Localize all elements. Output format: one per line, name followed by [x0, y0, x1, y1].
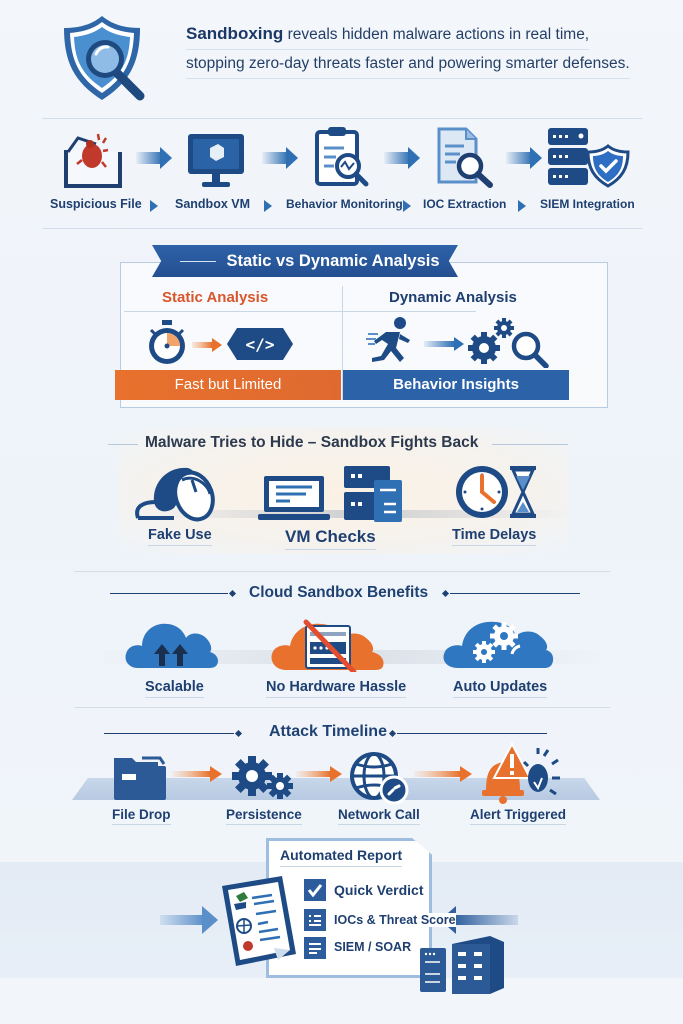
divider [450, 593, 580, 594]
header-tagline: Sandboxing reveals hidden malware action… [186, 20, 656, 79]
vm-checks-label: VM Checks [285, 527, 376, 550]
diamond-icon [388, 729, 397, 738]
orange-arrow-icon [296, 766, 342, 782]
alert-triggered-label: Alert Triggered [470, 807, 567, 825]
network-call-label: Network Call [338, 807, 420, 825]
diamond-icon [234, 729, 243, 738]
header-highlight: Sandboxing [186, 24, 284, 43]
analysis-banner: Static vs Dynamic Analysis [152, 245, 458, 277]
quick-verdict-label: Quick Verdict [334, 882, 424, 898]
cloud-gears-icon [442, 616, 554, 670]
report-clipboard-icon [218, 874, 304, 970]
arrow-icon [136, 147, 172, 169]
analysis-title: Static vs Dynamic Analysis [226, 252, 440, 270]
lines-icon [304, 937, 326, 959]
column-divider [342, 286, 343, 400]
header: Sandboxing reveals hidden malware action… [0, 0, 683, 110]
arrow-icon [384, 147, 420, 169]
arrow-icon [506, 147, 542, 169]
running-person-icon [366, 316, 416, 368]
orange-arrow-icon [172, 766, 222, 782]
divider [110, 593, 228, 594]
folder-icon [112, 752, 168, 802]
pipeline-step-label: IOC Extraction [423, 197, 507, 211]
monitor-icon [186, 132, 246, 190]
report-title: Automated Report [280, 847, 403, 867]
behavior-insights-bar: Behavior Insights [343, 370, 569, 400]
divider [74, 571, 610, 572]
blue-arrow-icon [160, 906, 220, 934]
file-drop-label: File Drop [112, 807, 171, 825]
server-rack-icon [418, 934, 508, 994]
code-icon: </> [225, 326, 295, 362]
timeline-title: Attack Timeline [269, 723, 387, 740]
fake-use-label: Fake Use [148, 527, 212, 546]
divider [42, 228, 642, 229]
pipeline-step-label: Sandbox VM [175, 197, 251, 211]
divider [42, 118, 642, 119]
evasion-title: Malware Tries to Hide – Sandbox Fights B… [145, 434, 479, 451]
header-line1: reveals hidden malware actions in real t… [283, 26, 590, 43]
shield-magnifier-icon [60, 12, 156, 104]
blue-arrow-icon [424, 337, 464, 351]
svg-text:</>: </> [246, 335, 275, 354]
divider [124, 311, 476, 312]
header-line2: stopping zero-day threats faster and pow… [186, 55, 630, 72]
divider [108, 444, 138, 445]
small-arrow-icon [518, 200, 526, 212]
gears-icon [228, 752, 298, 802]
laptop-icon [258, 474, 330, 522]
pipeline: Suspicious File Sandbox VM Behavior Moni… [0, 120, 683, 230]
mouse-icon [134, 462, 220, 524]
server-shield-icon [546, 126, 638, 188]
globe-icon [348, 750, 410, 806]
auto-updates-label: Auto Updates [453, 679, 548, 698]
siem-soar-label: SIEM / SOAR [334, 940, 412, 954]
small-arrow-icon [150, 200, 158, 212]
list-icon [304, 909, 326, 931]
pipeline-step-label: Behavior Monitoring [286, 197, 403, 211]
clock-hourglass-icon [454, 464, 540, 520]
arrow-icon [262, 147, 298, 169]
infected-file-icon [62, 130, 124, 190]
cloud-no-hardware-icon [270, 616, 386, 672]
stopwatch-icon [146, 320, 188, 366]
vm-servers-icon [342, 464, 404, 522]
time-delays-label: Time Delays [452, 527, 537, 546]
clipboard-monitor-icon [314, 126, 370, 188]
alert-bug-icon [478, 742, 562, 806]
cloud-upload-icon [124, 618, 220, 670]
pipeline-step-label: SIEM Integration [540, 197, 635, 211]
iocs-threat-score-label: IOCs & Threat Score [334, 913, 456, 927]
cloud-title: Cloud Sandbox Benefits [249, 584, 429, 601]
checkbox-icon [304, 879, 326, 901]
orange-arrow-icon [192, 338, 222, 352]
small-arrow-icon [403, 200, 411, 212]
dynamic-analysis-title: Dynamic Analysis [389, 289, 517, 306]
fast-but-limited-bar: Fast but Limited [115, 370, 341, 400]
no-hardware-hassle-label: No Hardware Hassle [266, 679, 407, 698]
document-search-icon [436, 126, 496, 188]
scalable-label: Scalable [145, 679, 204, 698]
orange-arrow-icon [414, 766, 472, 782]
divider [104, 733, 234, 734]
report-document [266, 838, 432, 978]
diamond-icon [441, 589, 450, 598]
divider [492, 444, 568, 445]
diamond-icon [228, 589, 237, 598]
gears-magnifier-icon [466, 318, 552, 368]
persistence-label: Persistence [226, 807, 302, 825]
static-analysis-title: Static Analysis [162, 289, 269, 306]
timeline-track [72, 778, 600, 800]
small-arrow-icon [264, 200, 272, 212]
divider [74, 707, 610, 708]
pipeline-step-label: Suspicious File [50, 197, 142, 211]
divider [397, 733, 547, 734]
